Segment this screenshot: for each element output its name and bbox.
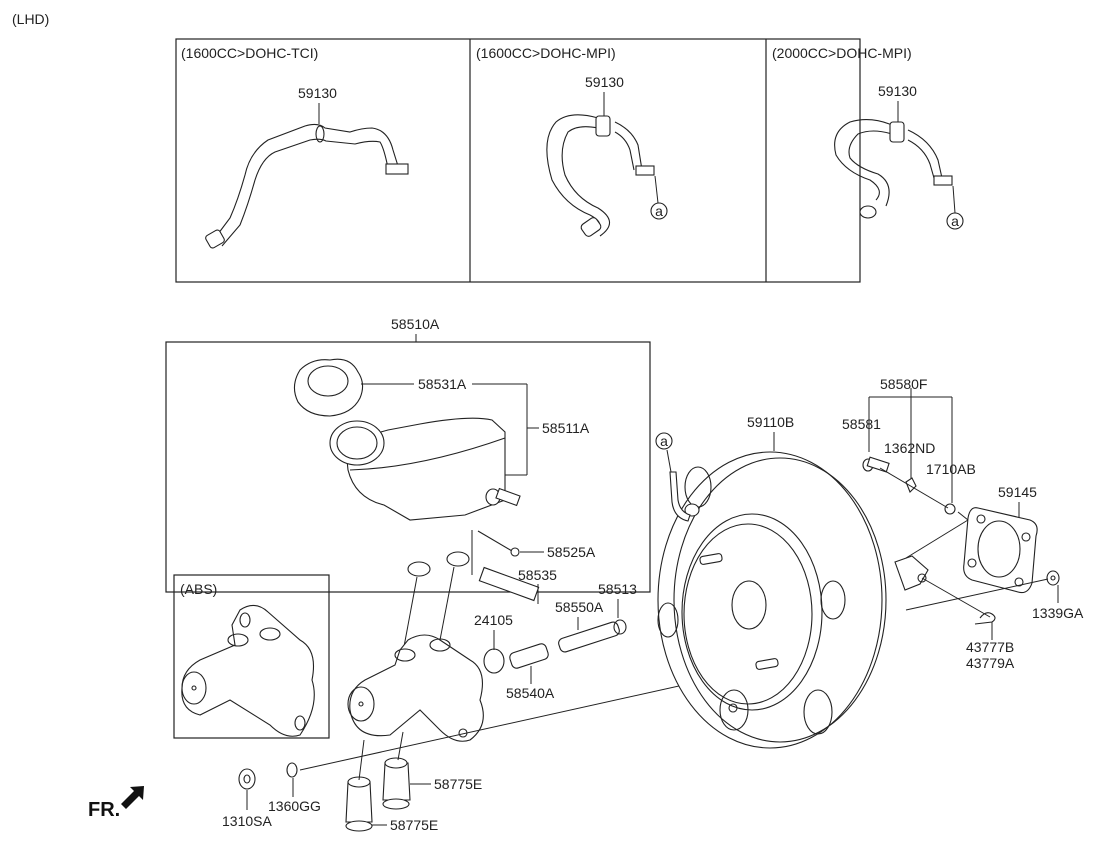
brake-line-fitting-1[interactable] xyxy=(345,739,373,832)
part-label-1339GA[interactable]: 1339GA xyxy=(1032,605,1084,621)
brake-booster[interactable]: 59110B xyxy=(657,414,929,749)
front-direction-label: FR. xyxy=(88,799,120,821)
front-arrow-icon xyxy=(121,786,144,809)
fluid-reservoir[interactable] xyxy=(329,417,521,521)
seal-ring[interactable] xyxy=(613,619,627,635)
hose-end-icon xyxy=(859,205,877,219)
hose-clamp-icon xyxy=(580,217,602,237)
ref-callout-a: a xyxy=(951,213,959,229)
part-label-58540A[interactable]: 58540A xyxy=(506,685,555,701)
primary-piston[interactable] xyxy=(557,621,620,653)
part-label-58581[interactable]: 58581 xyxy=(842,416,881,432)
drive-side-note: (LHD) xyxy=(12,11,49,27)
part-label-1360GG[interactable]: 1360GG xyxy=(268,798,321,814)
booster-clevis xyxy=(894,555,929,591)
variant-panel-mpi-2000[interactable]: (2000CC>DOHC-MPI) 59130 a xyxy=(772,45,964,230)
part-label-58775E-lower[interactable]: 58775E xyxy=(390,817,438,833)
secondary-piston[interactable] xyxy=(508,643,549,670)
part-label-58525A[interactable]: 58525A xyxy=(547,544,596,560)
seal-kit-part[interactable] xyxy=(478,566,540,602)
booster-gasket[interactable] xyxy=(963,507,1038,594)
abs-master-cylinder-body[interactable] xyxy=(181,604,315,737)
variant-title: (1600CC>DOHC-TCI) xyxy=(181,45,318,61)
variant-panels-frame xyxy=(175,38,861,283)
part-label-58513[interactable]: 58513 xyxy=(598,581,637,597)
clip[interactable] xyxy=(905,477,917,493)
abs-inset-frame xyxy=(173,574,330,739)
o-ring[interactable] xyxy=(483,648,505,674)
leader-line xyxy=(952,185,956,214)
hex-nut[interactable] xyxy=(1046,570,1060,586)
part-label-43777B[interactable]: 43777B xyxy=(966,639,1014,655)
vacuum-hose-tci xyxy=(205,123,409,249)
hose-clamp-icon xyxy=(933,175,953,186)
washer[interactable] xyxy=(944,503,956,515)
ref-callout-a: a xyxy=(660,433,668,449)
part-label-58550A[interactable]: 58550A xyxy=(555,599,604,615)
mounting-hardware: 1310SA 1360GG 58775E 58775E xyxy=(222,731,482,833)
ref-callout-circle[interactable] xyxy=(655,432,673,450)
ref-callout-circle[interactable] xyxy=(946,212,964,230)
variant-title: (2000CC>DOHC-MPI) xyxy=(772,45,912,61)
hose-clamp-icon xyxy=(205,229,225,249)
grommet[interactable] xyxy=(407,561,431,577)
booster-center-bore xyxy=(731,580,767,630)
master-cylinder-body[interactable] xyxy=(347,634,484,742)
grommet[interactable] xyxy=(446,551,470,567)
variant-title: (1600CC>DOHC-MPI) xyxy=(476,45,616,61)
reservoir-cap[interactable] xyxy=(293,358,364,417)
part-label-58580F[interactable]: 58580F xyxy=(880,376,927,392)
part-label-59110B[interactable]: 59110B xyxy=(747,414,794,430)
hex-nut[interactable] xyxy=(238,768,256,790)
booster-stud xyxy=(755,658,779,670)
retaining-pin[interactable] xyxy=(477,530,513,552)
snap-pin[interactable] xyxy=(974,612,996,625)
part-label-58510A[interactable]: 58510A xyxy=(391,316,440,332)
hose-clamp-icon xyxy=(635,165,655,176)
variant-panel-mpi-1600[interactable]: (1600CC>DOHC-MPI) 59130 a xyxy=(476,45,668,238)
part-label-59130[interactable]: 59130 xyxy=(878,83,917,99)
part-label-43779A[interactable]: 43779A xyxy=(966,655,1015,671)
leader-line xyxy=(654,175,659,204)
assembly-frame xyxy=(165,341,651,593)
booster-stud xyxy=(699,553,723,565)
vacuum-check-valve[interactable] xyxy=(669,471,691,522)
vacuum-hose-mpi-2000 xyxy=(834,119,956,219)
vacuum-hose-mpi-1600 xyxy=(546,114,659,237)
variant-panels: (1600CC>DOHC-TCI) 59130 (1600CC>DOHC-MPI… xyxy=(175,38,964,283)
part-label-1362ND[interactable]: 1362ND xyxy=(884,440,935,456)
part-label-58535[interactable]: 58535 xyxy=(518,567,557,583)
brake-line-fitting-2[interactable] xyxy=(382,731,411,810)
part-label-58511A[interactable]: 58511A xyxy=(542,420,590,436)
part-label-24105[interactable]: 24105 xyxy=(474,612,513,628)
hose-connector-icon xyxy=(889,121,905,143)
part-label-59130[interactable]: 59130 xyxy=(585,74,624,90)
part-label-1710AB[interactable]: 1710AB xyxy=(926,461,976,477)
washer[interactable] xyxy=(286,762,298,778)
master-cylinder-assembly: 58510A 58531A 58511A 58525A xyxy=(165,316,651,742)
hose-connector-icon xyxy=(595,115,611,137)
ref-callout-a: a xyxy=(655,203,663,219)
front-direction-indicator: FR. xyxy=(88,786,144,821)
part-label-59130[interactable]: 59130 xyxy=(298,85,337,101)
part-label-58775E-upper[interactable]: 58775E xyxy=(434,776,482,792)
ref-callout-circle[interactable] xyxy=(650,202,668,220)
part-label-59145[interactable]: 59145 xyxy=(998,484,1037,500)
hose-clamp-icon xyxy=(385,163,409,175)
part-label-1310SA[interactable]: 1310SA xyxy=(222,813,272,829)
abs-inset-title: (ABS) xyxy=(180,581,217,597)
variant-panel-tci[interactable]: (1600CC>DOHC-TCI) 59130 xyxy=(181,45,409,249)
clevis-kit: 58580F 58581 1362ND 1710AB xyxy=(842,376,976,559)
part-label-58531A[interactable]: 58531A xyxy=(418,376,467,392)
